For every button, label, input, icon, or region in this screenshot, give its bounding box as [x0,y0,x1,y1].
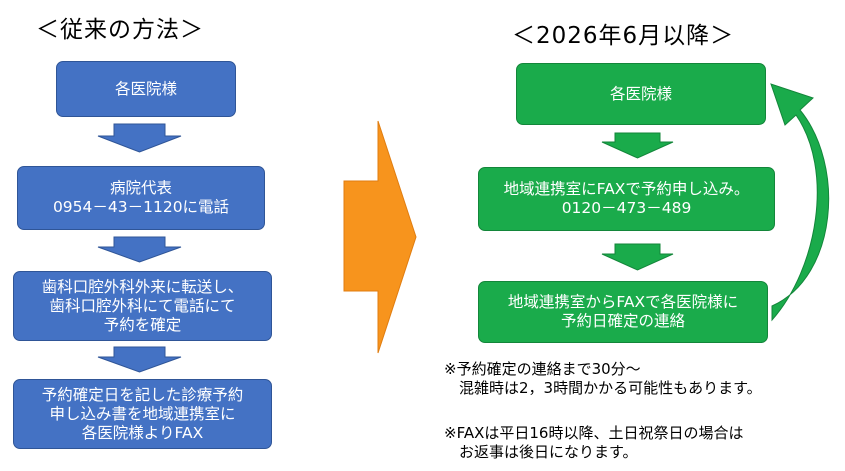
step-text: 歯科口腔外科にて電話にて [49,296,236,315]
return-curved-arrow [770,83,830,322]
step-text: 病院代表 [109,179,172,197]
step-text: 各医院様よりFAX [81,423,204,442]
left-step-hospital-call: 病院代表 0954－43－1120に電話 [17,166,265,230]
left-down-arrow-3 [97,346,182,373]
step-text: 予約を確定 [103,315,182,334]
step-text: 0954－43－1120に電話 [52,198,230,216]
right-heading: ＜2026年6月以降＞ [512,23,735,49]
left-down-arrow-1 [97,123,182,153]
note-contact-time: ※予約確定の連絡まで30分～ 混雑時は2，3時間かかる可能性もあります。 [444,360,762,398]
step-text: 予約確定日を記した診療予約 [41,385,244,404]
right-down-arrow-2 [601,243,674,271]
note-line: お返事は後日になります。 [444,443,638,461]
right-step-confirm-contact: 地域連携室からFAXで各医院様に 予約日確定の連絡 [478,281,768,343]
note-line: ※FAXは平日16時以降、土日祝祭日の場合は [444,424,744,442]
step-text: 0120－473－489 [561,199,692,217]
step-text: 各医院様 [609,84,672,103]
step-text: 地域連携室からFAXで各医院様に [507,293,739,311]
step-text: 各医院様 [114,79,177,98]
step-text: 歯科口腔外科外来に転送し、 [41,277,244,296]
right-step-fax-request: 地域連携室にFAXで予約申し込み。 0120－473－489 [478,167,775,231]
left-down-arrow-2 [97,236,182,263]
note-line: ※予約確定の連絡まで30分～ [444,360,641,378]
big-transition-arrow [343,120,417,354]
step-text: 予約日確定の連絡 [560,312,685,330]
left-heading: ＜従来の方法＞ [36,17,204,43]
left-step-fax-form: 予約確定日を記した診療予約 申し込み書を地域連携室に 各医院様よりFAX [13,379,272,449]
left-step-transfer-confirm: 歯科口腔外科外来に転送し、 歯科口腔外科にて電話にて 予約を確定 [13,271,272,341]
right-down-arrow-1 [601,132,674,159]
note-fax-hours: ※FAXは平日16時以降、土日祝祭日の場合は お返事は後日になります。 [444,424,743,462]
right-step-clinic: 各医院様 [516,63,766,125]
step-text: 地域連携室にFAXで予約申し込み。 [503,180,750,198]
left-step-clinic: 各医院様 [56,61,236,117]
step-text: 申し込み書を地域連携室に [49,404,236,423]
note-line: 混雑時は2，3時間かかる可能性もあります。 [444,379,762,397]
